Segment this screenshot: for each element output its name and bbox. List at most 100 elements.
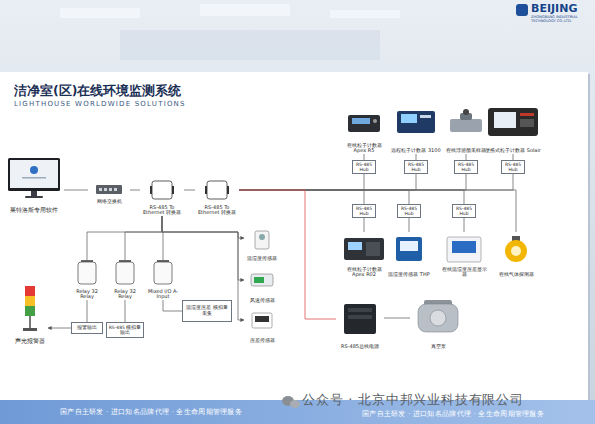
subtitle: LIGHTHOUSE WORLDWIDE SOLUTIONS bbox=[14, 100, 214, 108]
signal-box: RS-485 模拟量输出 bbox=[106, 322, 144, 338]
node-label: RS-485 模拟量输出 bbox=[108, 325, 142, 335]
node-label: 在线浮游菌采样器 bbox=[446, 148, 486, 154]
io-module: Relay 32 Relay bbox=[70, 260, 104, 300]
node-label: 风速传感器 bbox=[250, 298, 275, 304]
sensor-body bbox=[251, 274, 273, 286]
connector-line bbox=[239, 174, 364, 190]
instrument-display bbox=[348, 242, 362, 250]
connector-line bbox=[239, 190, 516, 232]
detector-body bbox=[505, 240, 527, 262]
connector-line bbox=[163, 300, 182, 311]
switch-port bbox=[109, 188, 112, 191]
sensor-body bbox=[252, 313, 272, 328]
node-label: RS-485 Hub bbox=[354, 206, 374, 216]
signal-box: 温湿度压差 模拟量采集 bbox=[182, 300, 232, 322]
node-label: Relay 32 Relay bbox=[108, 289, 142, 301]
node-label: RS-485 Hub bbox=[456, 162, 476, 172]
monitor-screen bbox=[10, 160, 58, 188]
watermark: 公众号 · 北京中邦兴业科技有限公司 bbox=[302, 393, 592, 408]
switch-port bbox=[114, 188, 117, 191]
instrument: 便携式粒子计数器 Solair bbox=[482, 104, 544, 154]
node-label: 莱特洛斯专用软件 bbox=[10, 207, 58, 214]
content-panel bbox=[0, 72, 588, 400]
green-lamp bbox=[25, 306, 35, 316]
alarm-light: 声光报警器 bbox=[12, 284, 48, 344]
tower-pole bbox=[29, 316, 31, 328]
monitor-base bbox=[25, 196, 43, 198]
node-label: 温湿度传感器 THP bbox=[388, 272, 429, 278]
detector-window bbox=[511, 246, 521, 256]
instrument-body bbox=[344, 238, 384, 260]
node-label: 在线气体探测器 bbox=[499, 272, 534, 278]
module-body bbox=[154, 262, 172, 284]
instrument: 远程粒子计数器 3100 bbox=[390, 106, 442, 154]
footer-slogan: 国产自主研发 · 进口知名品牌代理 · 全生命周期管理服务 bbox=[362, 411, 592, 418]
signal-box: 报警输出 bbox=[71, 322, 103, 334]
sensor-body bbox=[396, 237, 422, 261]
node-label: RS-485 To Ethernet 转换器 bbox=[195, 205, 239, 217]
rs485-hub: RS-485 Hub bbox=[452, 204, 476, 218]
converter-terminal bbox=[205, 186, 207, 194]
sensor-body bbox=[255, 231, 269, 249]
switch-port bbox=[99, 188, 102, 191]
instrument-keypad bbox=[520, 119, 534, 127]
yellow-lamp bbox=[25, 296, 35, 306]
node-label: RS-485 Hub bbox=[406, 162, 426, 172]
monitor-frame bbox=[8, 158, 60, 191]
logo-subtext: ZHONGBANG INDUSTRIAL TECHNOLOGY CO.,LTD. bbox=[531, 15, 593, 23]
red-lamp bbox=[25, 286, 35, 296]
sensor-display bbox=[400, 241, 418, 251]
node-label: Mixed I/O A-Input bbox=[146, 289, 180, 301]
sensor-device: 温湿度传感器 bbox=[244, 228, 280, 262]
connector-line bbox=[239, 190, 364, 204]
node-label: 便携式粒子计数器 Solair bbox=[485, 148, 541, 154]
connector-line bbox=[184, 190, 195, 191]
connector-line bbox=[239, 174, 466, 190]
node-label: RS-485 Hub bbox=[399, 206, 419, 216]
sensor-device: 压差传感器 bbox=[244, 310, 280, 344]
connector-line bbox=[239, 174, 416, 190]
node-label: 远程粒子计数器 3100 bbox=[391, 148, 440, 154]
instrument: 在线浮游菌采样器 bbox=[444, 110, 488, 154]
node-label: 真空泵 bbox=[431, 344, 446, 350]
connector-line bbox=[384, 318, 410, 319]
power-body bbox=[344, 304, 376, 334]
sensor-device: 在线气体探测器 bbox=[492, 232, 540, 278]
sensor-display bbox=[255, 316, 269, 322]
instrument-panel bbox=[366, 242, 380, 256]
sensor-device: 在线温湿度压差显示器 bbox=[440, 232, 488, 278]
rs485-hub: RS-485 Hub bbox=[352, 160, 376, 174]
node-label: 温湿度传感器 bbox=[247, 256, 277, 262]
sensor-device: 在线粒子计数器 Apex R02 bbox=[340, 232, 388, 278]
connector-line bbox=[48, 328, 71, 329]
node-label: RS-485 Hub bbox=[454, 206, 474, 216]
node-label: RS-485 Hub bbox=[354, 162, 374, 172]
instrument-body bbox=[348, 115, 380, 132]
node-label: RS-485总线电源 bbox=[341, 344, 379, 350]
node-label: 在线粒子计数器 Apex R5 bbox=[342, 143, 386, 155]
logo-mark bbox=[516, 4, 528, 16]
instrument-body bbox=[488, 108, 538, 136]
instrument-body bbox=[450, 119, 482, 132]
pump-body bbox=[418, 304, 458, 332]
vacuum-pump: 真空泵 bbox=[410, 296, 466, 350]
rs485-hub: RS-485 Hub bbox=[454, 160, 478, 174]
connector-line bbox=[162, 216, 244, 238]
node-label: 在线温湿度压差显示器 bbox=[440, 267, 488, 279]
screen-line bbox=[22, 177, 46, 179]
instrument-display bbox=[352, 118, 370, 124]
io-module: Relay 32 Relay bbox=[108, 260, 142, 300]
connector-line bbox=[239, 174, 513, 190]
protocol-converter: RS-485 To Ethernet 转换器 bbox=[140, 180, 184, 216]
footer-slogan: 国产自主研发 · 进口知名品牌代理 · 全生命周期管理服务 bbox=[60, 409, 290, 416]
display-screen bbox=[452, 241, 476, 253]
rs485-hub: RS-485 Hub bbox=[352, 204, 376, 218]
sampler-inlet bbox=[463, 109, 469, 115]
ceiling-light bbox=[330, 10, 400, 18]
wechat-icon bbox=[290, 400, 300, 408]
converter-body bbox=[152, 181, 172, 199]
connector-line bbox=[239, 190, 336, 319]
instrument-display bbox=[494, 112, 516, 128]
